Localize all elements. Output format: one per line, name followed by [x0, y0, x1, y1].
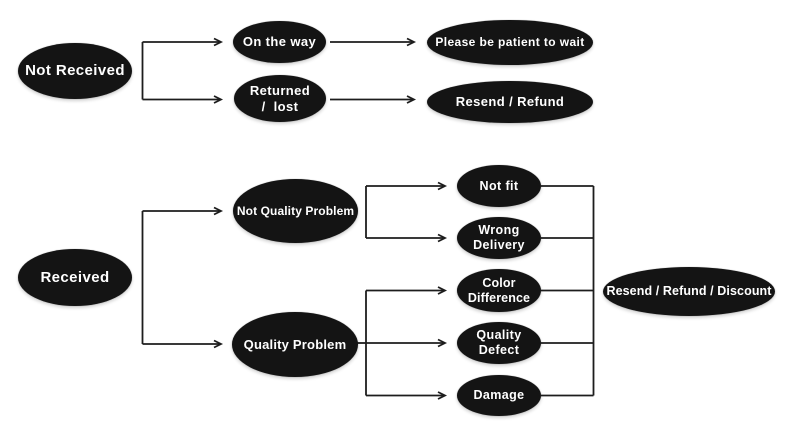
- node-color-difference-label: Color Difference: [467, 275, 531, 305]
- node-returned-lost: Returned / lost: [234, 75, 326, 122]
- node-wrong-delivery-label: Wrong Delivery: [473, 223, 525, 252]
- node-color-difference: Color Difference: [457, 269, 541, 312]
- node-quality-problem: Quality Problem: [232, 312, 358, 377]
- node-quality-problem-label: Quality Problem: [243, 336, 347, 352]
- node-not-fit: Not fit: [457, 165, 541, 207]
- node-not-received-label: Not Received: [25, 62, 125, 80]
- node-on-the-way-label: On the way: [242, 34, 317, 50]
- node-quality-defect-label: Quality Defect: [476, 328, 522, 357]
- node-resend-refund-label: Resend / Refund: [455, 94, 565, 110]
- node-received-label: Received: [40, 268, 110, 286]
- node-please-wait: Please be patient to wait: [427, 20, 593, 65]
- node-not-received: Not Received: [18, 43, 132, 99]
- node-wrong-delivery: Wrong Delivery: [457, 217, 541, 259]
- node-damage-label: Damage: [473, 388, 525, 403]
- node-returned-lost-label: Returned / lost: [249, 83, 311, 114]
- node-not-fit-label: Not fit: [479, 178, 519, 193]
- node-on-the-way: On the way: [233, 21, 326, 63]
- node-resend-refund-discount: Resend / Refund / Discount: [603, 267, 775, 316]
- node-resend-refund: Resend / Refund: [427, 81, 593, 123]
- node-not-quality-problem: Not Quality Problem: [233, 179, 358, 243]
- node-quality-defect: Quality Defect: [457, 322, 541, 364]
- node-not-quality-problem-label: Not Quality Problem: [236, 203, 355, 218]
- node-damage: Damage: [457, 375, 541, 416]
- node-please-wait-label: Please be patient to wait: [435, 35, 585, 50]
- node-received: Received: [18, 249, 132, 306]
- node-resend-refund-discount-label: Resend / Refund / Discount: [606, 284, 772, 299]
